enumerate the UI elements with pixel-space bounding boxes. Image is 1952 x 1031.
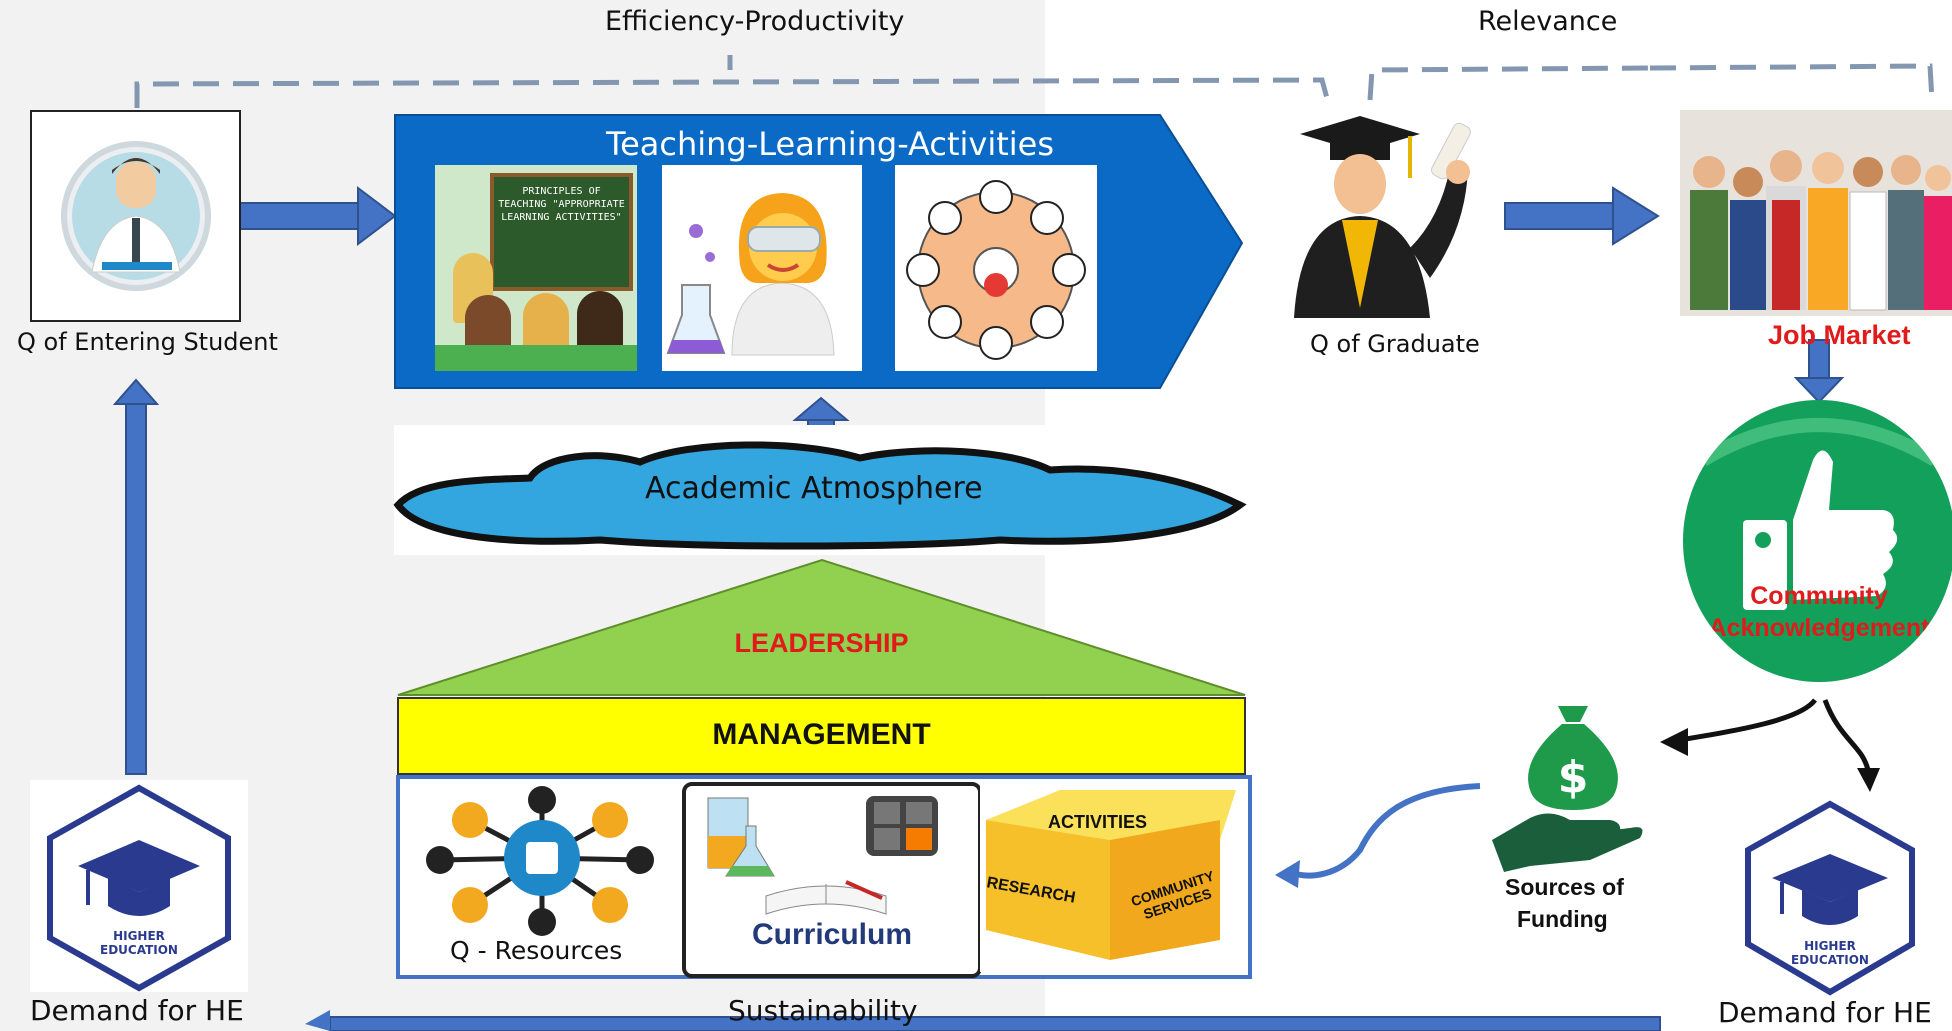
efficiency-label: Efficiency-Productivity [605,6,905,37]
pupil-2 [523,293,569,347]
money-bag-icon: $ [1492,706,1643,872]
chalkboard: PRINCIPLES OF TEACHING "APPROPRIATE LEAR… [490,173,633,291]
scientist-image [662,165,862,371]
tla-group: Teaching-Learning-Activities PRINCIPLES … [395,115,1265,388]
curriculum-label: Curriculum [751,918,913,951]
feedback-dashed-lines [134,55,1935,108]
community-split-arrows [1660,698,1880,792]
chalkboard-text: PRINCIPLES OF TEACHING "APPROPRIATE LEAR… [498,186,625,223]
efficiency-dashed-line [134,77,1331,108]
demand-right-label: Demand for HE [1718,996,1932,1029]
funding-label-2: Funding [1517,906,1608,932]
arrow-demand-to-entering [112,378,160,775]
arrow-job-to-community [1793,339,1845,404]
management-text-wrap: MANAGEMENT [398,698,1245,774]
graduation-cap-icon: HIGHER EDUCATION [47,784,231,992]
demand-right-badge: HIGHER EDUCATION [1730,798,1930,998]
network-icon [426,786,654,936]
graduate-image [1290,108,1500,318]
community-label: Community Acknowledgement [1708,582,1930,642]
activities-panel: ACTIVITIES RESEARCH COMMUNITY SERVICES [980,780,1242,972]
job-market-image [1680,110,1952,316]
entering-student-card [30,110,241,322]
dollar-symbol: $ [1558,752,1589,803]
desk-row [435,345,637,371]
community-circle: Community Acknowledgement [1683,400,1952,682]
curriculum-icon [707,796,938,915]
funding-image: $ [1490,700,1650,875]
svg-text:HIGHER: HIGHER [1804,939,1856,953]
management-bar [397,697,1246,775]
job-market-label: Job Market [1768,320,1911,350]
relevance-dashed-line-a [1367,57,1655,101]
thumbs-up-icon [1699,418,1939,610]
arrow-entering-to-tla [239,185,397,247]
curriculum-panel: Curriculum [682,782,982,978]
hand-icon [1492,813,1643,872]
activities-box-icon [986,790,1236,960]
svg-text:EDUCATION: EDUCATION [100,943,178,957]
demand-left-label: Demand for HE [30,994,244,1027]
graduation-cap-icon-right: HIGHER EDUCATION [1745,800,1915,996]
pupil-3 [577,291,623,347]
svg-text:EDUCATION: EDUCATION [1791,953,1869,967]
learning-wheel-image [895,165,1097,371]
relevance-label: Relevance [1478,6,1618,37]
classroom-image: PRINCIPLES OF TEACHING "APPROPRIATE LEAR… [435,165,637,371]
svg-text:HIGHER: HIGHER [113,929,165,943]
student-avatar-icon [61,141,211,291]
resources-label: Q - Resources [450,936,623,965]
funding-curved-arrow [1275,783,1481,888]
atmosphere-label: Academic Atmosphere [645,471,983,506]
scientist-icon [666,193,835,356]
leadership-label: LEADERSHIP [734,628,909,658]
leadership-text-wrap: LEADERSHIP [398,628,1245,668]
sustainability-arrow [305,1010,1661,1031]
activities-label: ACTIVITIES [1048,812,1148,832]
leadership-roof [397,558,1246,696]
sustainability-label: Sustainability [728,994,918,1027]
tla-title: Teaching-Learning-Activities [605,125,1055,163]
graduate-label: Q of Graduate [1310,330,1480,358]
funding-label-1: Sources of [1505,874,1624,900]
relevance-dashed-line-b [1649,63,1935,101]
graduate-icon [1294,116,1471,318]
demand-left-badge: HIGHER EDUCATION [30,780,248,992]
pupil-1 [465,295,511,347]
workers-group-icon [1690,150,1952,311]
resources-panel: Q - Resources [410,780,675,970]
entering-student-label: Q of Entering Student [17,328,278,356]
academic-atmosphere-cloud [393,425,1247,555]
arrow-graduate-to-job [1504,186,1660,246]
learning-wheel-icon [906,180,1086,360]
management-label: MANAGEMENT [712,718,931,751]
